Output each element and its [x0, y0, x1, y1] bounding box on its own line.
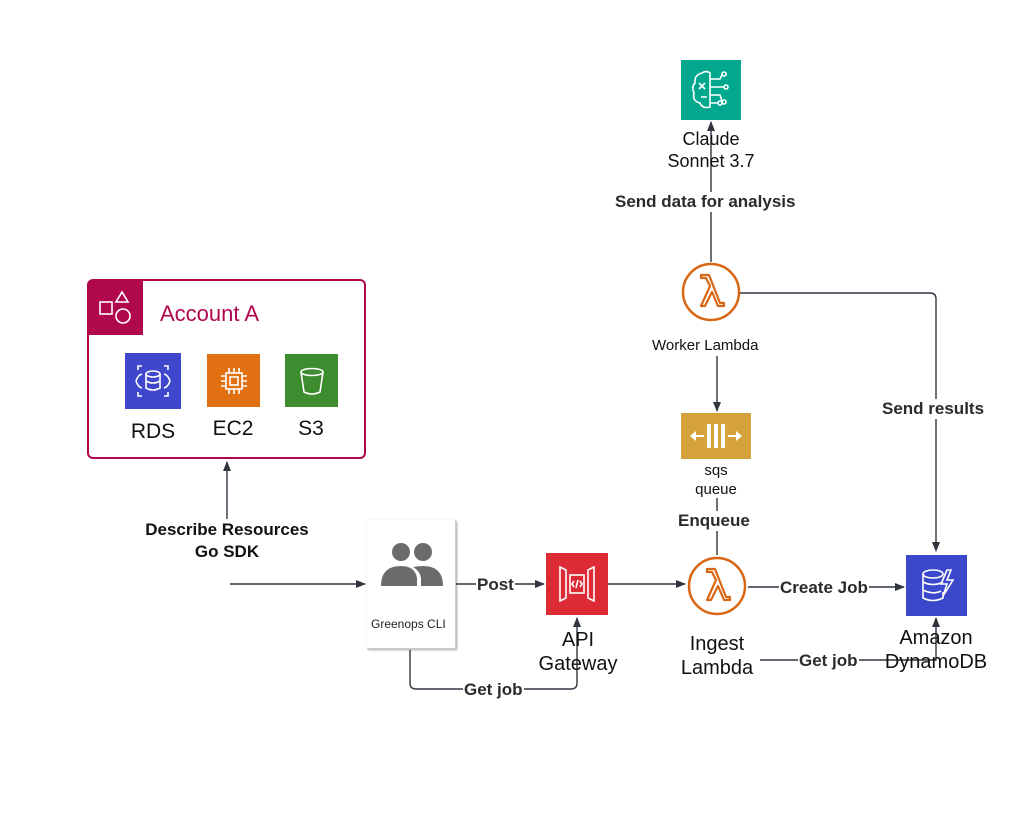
api-gateway-icon — [559, 565, 595, 603]
lambda-icon — [681, 262, 741, 322]
lambda-icon — [687, 556, 747, 616]
greenops-cli-label: Greenops CLI — [371, 617, 446, 631]
greenops-cli-node[interactable]: Greenops CLI — [367, 520, 456, 649]
ingest-lambda-label: Ingest Lambda — [657, 632, 777, 680]
describe-line1: Describe Resources — [145, 520, 309, 539]
api-label-line1: API — [561, 629, 595, 651]
claude-label-line2: Sonnet 3.7 — [667, 151, 755, 171]
edge-label-send-results: Send results — [881, 399, 986, 419]
edge-label-describe: Describe Resources Go SDK — [127, 519, 327, 563]
edge-label-post: Post — [476, 575, 515, 595]
ingest-label-line1: Ingest — [689, 633, 745, 655]
account-group[interactable]: Account A RDS EC2 S3 — [87, 279, 366, 459]
edge-label-enqueue: Enqueue — [677, 511, 751, 531]
rds-service[interactable] — [125, 353, 181, 409]
describe-line2: Go SDK — [194, 542, 260, 561]
sqs-label-line2: queue — [695, 481, 737, 498]
sqs-label: sqs queue — [676, 461, 756, 499]
edge-label-send-data: Send data for analysis — [614, 192, 797, 212]
dynamodb-node[interactable] — [906, 555, 967, 616]
worker-lambda-node[interactable] — [681, 262, 741, 322]
ingest-label-line2: Lambda — [680, 657, 754, 679]
account-badge — [89, 281, 143, 335]
ec2-service[interactable] — [207, 354, 260, 407]
edge-worker-to-dynamo — [740, 292, 940, 552]
brain-chip-icon — [691, 70, 729, 109]
api-label-line2: Gateway — [538, 653, 618, 675]
sqs-label-line1: sqs — [704, 462, 728, 479]
ec2-icon — [220, 367, 247, 394]
rds-icon — [135, 365, 171, 397]
rds-label: RDS — [130, 420, 176, 443]
api-gateway-node[interactable] — [546, 553, 608, 615]
edge-label-get-job-dynamo: Get job — [798, 651, 859, 671]
claude-label: Claude Sonnet 3.7 — [641, 128, 781, 172]
queue-icon — [690, 424, 742, 448]
edge-label-create-job: Create Job — [779, 578, 869, 598]
dynamodb-icon — [921, 568, 954, 601]
account-title: Account A — [160, 301, 260, 326]
s3-label: S3 — [298, 417, 324, 440]
claude-label-line1: Claude — [682, 129, 740, 149]
ec2-label: EC2 — [212, 417, 254, 440]
edge-label-get-job-cli: Get job — [463, 680, 524, 700]
s3-service[interactable] — [285, 354, 338, 407]
api-gateway-label: API Gateway — [518, 628, 638, 676]
dynamodb-label: Amazon DynamoDB — [871, 626, 1001, 674]
account-shapes-icon — [99, 290, 131, 324]
users-icon — [381, 543, 443, 586]
ingest-lambda-node[interactable] — [687, 556, 747, 616]
claude-node[interactable] — [681, 60, 741, 120]
s3-bucket-icon — [299, 367, 324, 395]
worker-lambda-label: Worker Lambda — [652, 337, 759, 354]
dynamodb-label-line1: Amazon — [899, 627, 973, 649]
dynamodb-label-line2: DynamoDB — [884, 651, 988, 673]
sqs-queue-node[interactable] — [681, 413, 751, 459]
